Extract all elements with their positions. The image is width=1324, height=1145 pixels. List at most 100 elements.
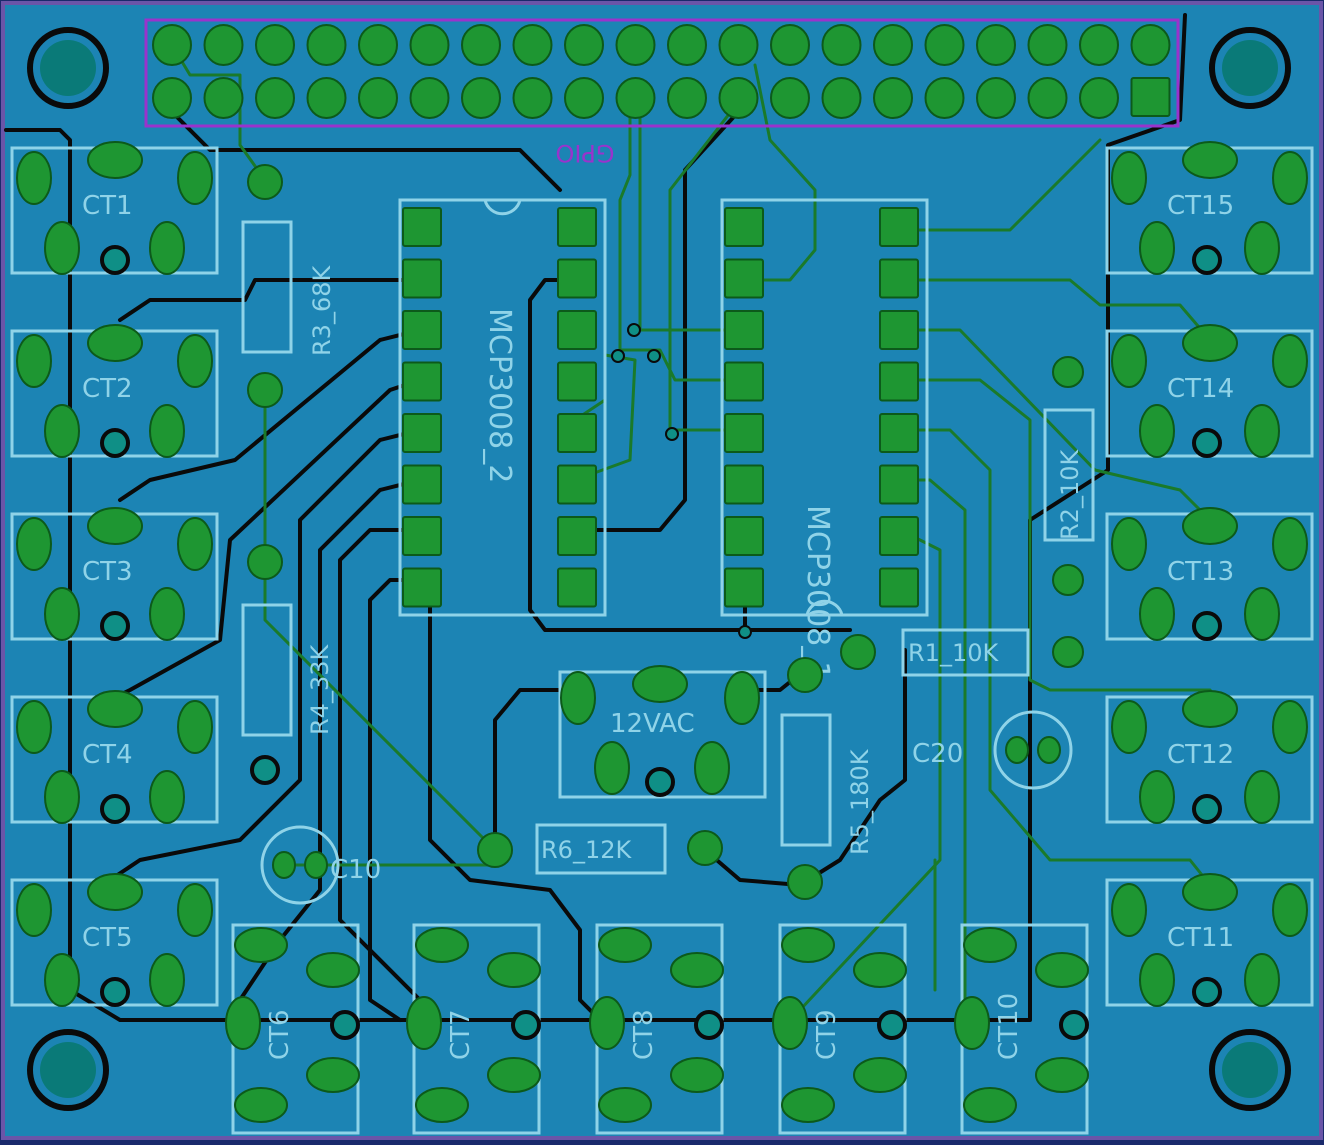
- pad: [149, 770, 185, 824]
- cap-pad: [304, 851, 328, 879]
- gpio-pin: [255, 24, 295, 66]
- via: [1059, 1010, 1089, 1040]
- pad: [1244, 404, 1280, 458]
- gpio-pin: [255, 77, 295, 119]
- gpio-pin: [873, 77, 913, 119]
- gpio-pin: [667, 24, 707, 66]
- resistor-outline: [241, 220, 293, 354]
- gpio-pin: [770, 77, 810, 119]
- small-via: [738, 625, 752, 639]
- pad: [1182, 873, 1238, 911]
- via: [694, 1010, 724, 1040]
- ic-pin: [879, 464, 919, 505]
- via: [877, 1010, 907, 1040]
- gpio-pin: [615, 24, 656, 66]
- ct-jack: CT14: [1105, 324, 1314, 458]
- pad: [44, 404, 80, 458]
- pad: [225, 996, 261, 1050]
- pad: [487, 952, 541, 988]
- pad: [670, 1057, 724, 1093]
- ct-label: CT5: [82, 923, 133, 953]
- via: [250, 755, 280, 785]
- resistor-pad: [247, 544, 283, 580]
- resistor-pad: [840, 634, 876, 670]
- ic-pin: [724, 413, 764, 453]
- ic-mcp3008: MCP3008_1: [720, 198, 929, 680]
- resistor-outline: [1043, 408, 1095, 542]
- ic-pin: [557, 310, 597, 350]
- pad: [1272, 517, 1308, 571]
- ct-jack: CT4: [10, 690, 219, 824]
- pad: [598, 927, 652, 963]
- ct-jack: CT6: [225, 923, 360, 1135]
- gpio-pin: [564, 77, 604, 119]
- gpio-pin: [667, 77, 707, 119]
- small-via: [611, 349, 625, 363]
- pad: [1111, 700, 1147, 754]
- ic-pin: [557, 516, 597, 556]
- ic-pin: [402, 310, 442, 350]
- ct-label: CT7: [446, 1009, 476, 1060]
- ic-pin: [879, 567, 919, 608]
- pad: [1035, 1057, 1089, 1093]
- c10-label: C10: [330, 855, 381, 885]
- vac-pad: [724, 671, 760, 725]
- cap-pad: [1005, 736, 1029, 764]
- r3-label: R3_68K: [308, 265, 336, 356]
- via: [1192, 611, 1222, 641]
- pad: [1139, 953, 1175, 1007]
- pad: [1272, 883, 1308, 937]
- ct-jack: CT10: [954, 923, 1089, 1135]
- pad: [598, 1087, 652, 1123]
- pad: [1111, 517, 1147, 571]
- pad: [87, 141, 143, 179]
- pad: [1139, 221, 1175, 275]
- ct-label: CT2: [82, 374, 133, 404]
- gpio-pin: [924, 77, 965, 119]
- ic-pin: [557, 413, 597, 453]
- gpio-pin: [976, 24, 1016, 66]
- vac-pad: [694, 741, 730, 795]
- pad: [16, 700, 52, 754]
- ic-pin: [724, 258, 764, 299]
- pad: [1244, 587, 1280, 641]
- vac-pad: [594, 741, 630, 795]
- pad: [177, 700, 213, 754]
- ct-label: CT4: [82, 740, 133, 770]
- ic-pin: [879, 258, 919, 299]
- gpio-pin: [615, 77, 656, 119]
- gpio-pin: [306, 77, 347, 119]
- r2-label: R2_10K: [1056, 449, 1084, 540]
- ic-pin: [402, 207, 442, 247]
- gpio-pin: [512, 77, 553, 119]
- ic-pin: [724, 516, 764, 556]
- gpio-pin: [1027, 77, 1068, 119]
- gpio-pin: [821, 24, 862, 66]
- resistor-pad: [1052, 564, 1084, 596]
- r4-label: R4_33K: [306, 644, 334, 735]
- resistor-pad: [687, 830, 723, 866]
- resistor-pad: [787, 864, 823, 900]
- pad: [87, 507, 143, 545]
- pad: [415, 1087, 469, 1123]
- ic-label: MCP3008_2: [482, 308, 517, 483]
- ct-jack: CT9: [772, 923, 907, 1135]
- via: [1192, 245, 1222, 275]
- ic-pin: [879, 207, 919, 247]
- gpio-pin: [358, 77, 398, 119]
- mount-hole: [1222, 1042, 1278, 1098]
- pad: [44, 770, 80, 824]
- pad: [16, 517, 52, 571]
- ic-pin: [402, 567, 442, 608]
- pad: [954, 996, 990, 1050]
- pad: [853, 952, 907, 988]
- pad: [44, 953, 80, 1007]
- gpio-pin: [409, 77, 450, 119]
- c10-outline: [260, 825, 340, 905]
- pad: [1182, 690, 1238, 728]
- gpio-pin: [924, 24, 965, 66]
- ic-pin: [557, 464, 597, 505]
- gpio-pin: [512, 24, 553, 66]
